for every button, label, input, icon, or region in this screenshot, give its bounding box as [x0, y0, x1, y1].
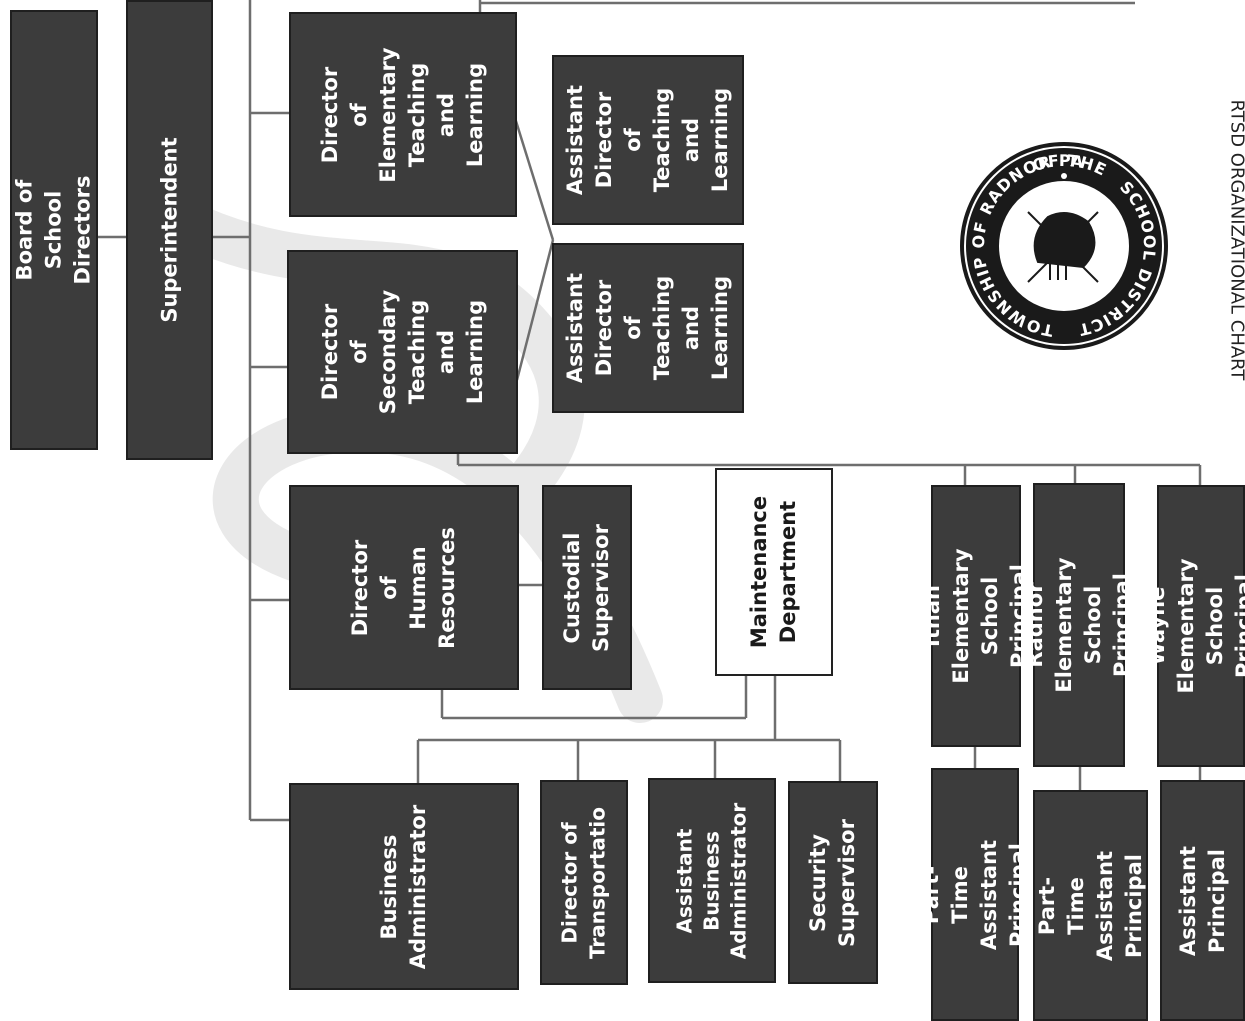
assistant-director-box-2: Assistant Director of Teaching and Learn…	[552, 243, 744, 413]
custodial-supervisor-box: Custodial Supervisor	[542, 485, 632, 690]
ithan-assistant-box: Part-Time Assistant Principal	[919, 768, 1030, 1021]
radnor-principal-label: Radnor Elementary School Principal	[1023, 557, 1134, 693]
ithan-principal-label: Ithan Elementary School Principal	[920, 548, 1031, 684]
custodial-supervisor-label: Custodial Supervisor	[560, 523, 613, 652]
wayne-principal-box: Wayne Elementary School Principal	[1145, 485, 1245, 767]
superintendent-box: Superintendent	[126, 0, 213, 460]
security-supervisor-label: Security Supervisor	[806, 818, 859, 947]
board-of-school-directors-box: Board of School Directors	[10, 10, 98, 450]
assistant-business-administrator-label: Assistant Business Administrator	[672, 802, 751, 959]
director-hr-label: Director of Human Resources	[348, 526, 459, 649]
business-administrator-label: Business Administrator	[377, 804, 430, 969]
chart-caption: RTSD ORGANIZATIONAL CHART	[1222, 55, 1245, 425]
board-of-school-directors-label: Board of School Directors	[12, 175, 95, 285]
director-elementary-box: Director of Elementary Teaching and Lear…	[289, 12, 517, 217]
assistant-director-label-1: Assistant Director of Teaching and Learn…	[563, 84, 732, 196]
ithan-principal-box: Ithan Elementary School Principal	[920, 485, 1031, 747]
superintendent-label: Superintendent	[157, 137, 182, 323]
director-elementary-label: Director of Elementary Teaching and Lear…	[318, 46, 487, 183]
director-transportation-box: Director of Transportatio	[540, 780, 628, 985]
director-transportation-label: Director of Transportatio	[557, 806, 609, 959]
radnor-assistant-label: Part-Time Assistant Principal	[1034, 850, 1146, 961]
director-secondary-label: Director of Secondary Teaching and Learn…	[317, 289, 487, 415]
chart-caption-text: RTSD ORGANIZATIONAL CHART	[1226, 99, 1245, 381]
school-district-seal: TOWNSHIP OF RADNOR PA OF THE SCHOOL DIST…	[960, 142, 1168, 350]
director-hr-box: Director of Human Resources	[289, 485, 519, 690]
ithan-assistant-label: Part-Time Assistant Principal	[919, 839, 1030, 950]
assistant-director-box-1: Assistant Director of Teaching and Learn…	[552, 55, 744, 225]
security-supervisor-box: Security Supervisor	[788, 781, 878, 984]
maintenance-department-box: Maintenance Department	[715, 468, 833, 676]
maintenance-department-label: Maintenance Department	[747, 495, 800, 649]
radnor-assistant-box: Part-Time Assistant Principal	[1033, 790, 1148, 1021]
wayne-assistant-label: Assistant Principal	[1175, 845, 1229, 956]
director-secondary-box: Director of Secondary Teaching and Learn…	[287, 250, 518, 454]
assistant-director-label-2: Assistant Director of Teaching and Learn…	[563, 272, 732, 384]
business-administrator-box: Business Administrator	[289, 783, 519, 990]
radnor-principal-box: Radnor Elementary School Principal	[1023, 483, 1134, 767]
wayne-principal-label: Wayne Elementary School Principal	[1145, 558, 1245, 694]
wayne-assistant-box: Assistant Principal	[1160, 780, 1245, 1021]
assistant-business-administrator-box: Assistant Business Administrator	[648, 778, 776, 983]
